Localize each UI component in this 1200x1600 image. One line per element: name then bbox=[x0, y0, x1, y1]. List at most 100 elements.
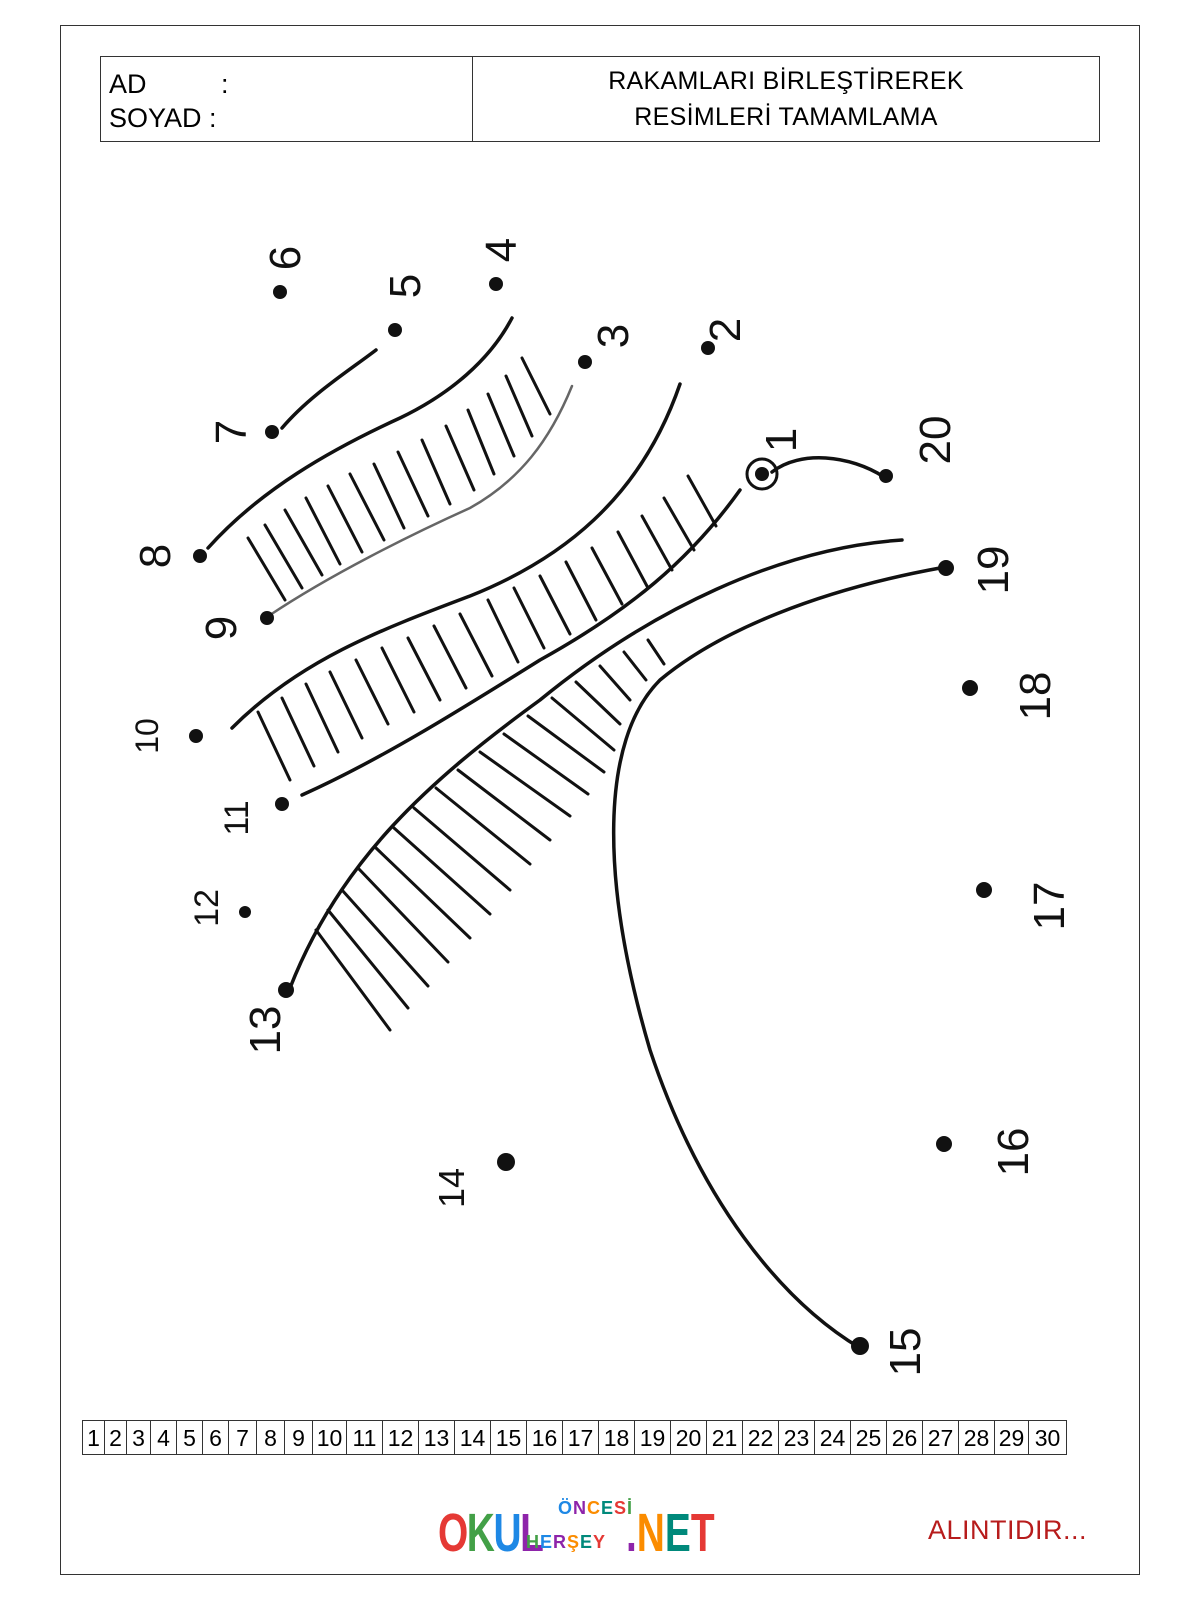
dot-10 bbox=[189, 729, 203, 743]
dot-13 bbox=[278, 982, 294, 998]
dot-4 bbox=[489, 277, 503, 291]
dot-label-12: 12 bbox=[188, 889, 226, 927]
worksheet-title: RAKAMLARI BİRLEŞTİREREK RESİMLERİ TAMAML… bbox=[473, 57, 1099, 141]
number-cell: 13 bbox=[419, 1421, 455, 1455]
number-cell: 30 bbox=[1029, 1421, 1067, 1455]
dot-8 bbox=[193, 549, 207, 563]
number-cell: 4 bbox=[151, 1421, 177, 1455]
upper-wing-edge bbox=[206, 316, 514, 550]
number-cell: 14 bbox=[455, 1421, 491, 1455]
dot-label-7: 7 bbox=[207, 420, 256, 444]
dot-3 bbox=[578, 355, 592, 369]
number-cell: 10 bbox=[313, 1421, 347, 1455]
dot-12 bbox=[239, 906, 251, 918]
number-cell: 12 bbox=[383, 1421, 419, 1455]
student-info: AD : SOYAD : bbox=[101, 57, 473, 141]
number-cell: 29 bbox=[995, 1421, 1029, 1455]
name-label: AD bbox=[109, 69, 147, 99]
number-cell: 9 bbox=[285, 1421, 313, 1455]
number-cell: 28 bbox=[959, 1421, 995, 1455]
number-cell: 7 bbox=[229, 1421, 257, 1455]
dot-7 bbox=[265, 425, 279, 439]
dot-18 bbox=[962, 680, 978, 696]
dot-label-15: 15 bbox=[881, 1328, 930, 1377]
dot-label-6: 6 bbox=[261, 246, 310, 270]
number-cell: 1 bbox=[83, 1421, 105, 1455]
number-cell: 17 bbox=[563, 1421, 599, 1455]
dot-17 bbox=[976, 882, 992, 898]
number-cell: 2 bbox=[105, 1421, 127, 1455]
title-line-1: RAKAMLARI BİRLEŞTİREREK bbox=[608, 67, 964, 95]
line-7-5 bbox=[280, 348, 378, 430]
dot-label-1: 1 bbox=[757, 428, 806, 452]
dot-15 bbox=[851, 1337, 869, 1355]
logo-oncesi: ÖNCESİ bbox=[558, 1498, 634, 1518]
worksheet-header: AD : SOYAD : RAKAMLARI BİRLEŞTİREREK RES… bbox=[100, 56, 1100, 142]
number-cell: 27 bbox=[923, 1421, 959, 1455]
number-cell: 20 bbox=[671, 1421, 707, 1455]
number-cell: 18 bbox=[599, 1421, 635, 1455]
source-note: ALINTIDIR... bbox=[928, 1515, 1088, 1545]
logo-okul: OKUL bbox=[438, 1503, 544, 1563]
dot-label-16: 16 bbox=[989, 1128, 1038, 1177]
surname-label: SOYAD : bbox=[109, 103, 217, 133]
logo-hersey: HERŞEY bbox=[526, 1532, 607, 1552]
number-cell: 22 bbox=[743, 1421, 779, 1455]
body-curve bbox=[611, 566, 942, 1350]
dot-label-3: 3 bbox=[589, 324, 638, 348]
dot-label-2: 2 bbox=[701, 318, 750, 342]
dot-19 bbox=[938, 560, 954, 576]
dot-label-20: 20 bbox=[911, 416, 960, 465]
number-cell: 8 bbox=[257, 1421, 285, 1455]
number-cell: 6 bbox=[203, 1421, 229, 1455]
number-cell: 3 bbox=[127, 1421, 151, 1455]
number-cell: 24 bbox=[815, 1421, 851, 1455]
dot-16 bbox=[936, 1136, 952, 1152]
number-cell: 5 bbox=[177, 1421, 203, 1455]
dot-14 bbox=[497, 1153, 515, 1171]
hatching bbox=[246, 356, 718, 1032]
dot-label-17: 17 bbox=[1025, 882, 1074, 931]
dot-label-5: 5 bbox=[381, 274, 430, 298]
dot-label-13: 13 bbox=[241, 1006, 290, 1055]
dot-6 bbox=[273, 285, 287, 299]
dot-9 bbox=[260, 611, 274, 625]
title-line-2: RESİMLERİ TAMAMLAMA bbox=[634, 103, 938, 131]
site-logo: OKUL ÖNCESİ HERŞEY .NET bbox=[438, 1496, 715, 1563]
dots bbox=[189, 277, 992, 1355]
drawn-lines bbox=[206, 316, 942, 1350]
dot-label-4: 4 bbox=[477, 238, 526, 262]
dot-label-9: 9 bbox=[197, 616, 246, 640]
dot-label-14: 14 bbox=[431, 1168, 472, 1208]
number-cell: 21 bbox=[707, 1421, 743, 1455]
dot-label-19: 19 bbox=[969, 546, 1018, 595]
number-cell: 16 bbox=[527, 1421, 563, 1455]
page-frame bbox=[60, 25, 1140, 1575]
dot-label-18: 18 bbox=[1011, 672, 1060, 721]
dot-label-11: 11 bbox=[218, 800, 256, 835]
number-cell: 15 bbox=[491, 1421, 527, 1455]
dot-20 bbox=[879, 469, 893, 483]
number-cell: 23 bbox=[779, 1421, 815, 1455]
number-cell: 25 bbox=[851, 1421, 887, 1455]
dot-11 bbox=[275, 797, 289, 811]
lower-wing-edge bbox=[288, 538, 904, 990]
middle-wing-edge bbox=[230, 382, 682, 730]
line-1-20 bbox=[770, 456, 886, 479]
dot-5 bbox=[388, 323, 402, 337]
number-cell: 19 bbox=[635, 1421, 671, 1455]
dot-2 bbox=[701, 341, 715, 355]
name-colon: : bbox=[221, 69, 229, 99]
dot-1 bbox=[755, 467, 769, 481]
number-cell: 26 bbox=[887, 1421, 923, 1455]
logo-net: .NET bbox=[626, 1503, 715, 1563]
dot-labels: 1 2 3 4 5 6 7 8 9 10 11 12 13 14 15 16 1… bbox=[129, 238, 1074, 1377]
start-ring bbox=[745, 457, 779, 491]
upper-wing-inner bbox=[268, 384, 574, 617]
middle-wing-inner bbox=[300, 488, 742, 797]
dot-label-10: 10 bbox=[129, 718, 165, 754]
number-cell: 11 bbox=[347, 1421, 383, 1455]
dot-label-8: 8 bbox=[131, 544, 180, 568]
